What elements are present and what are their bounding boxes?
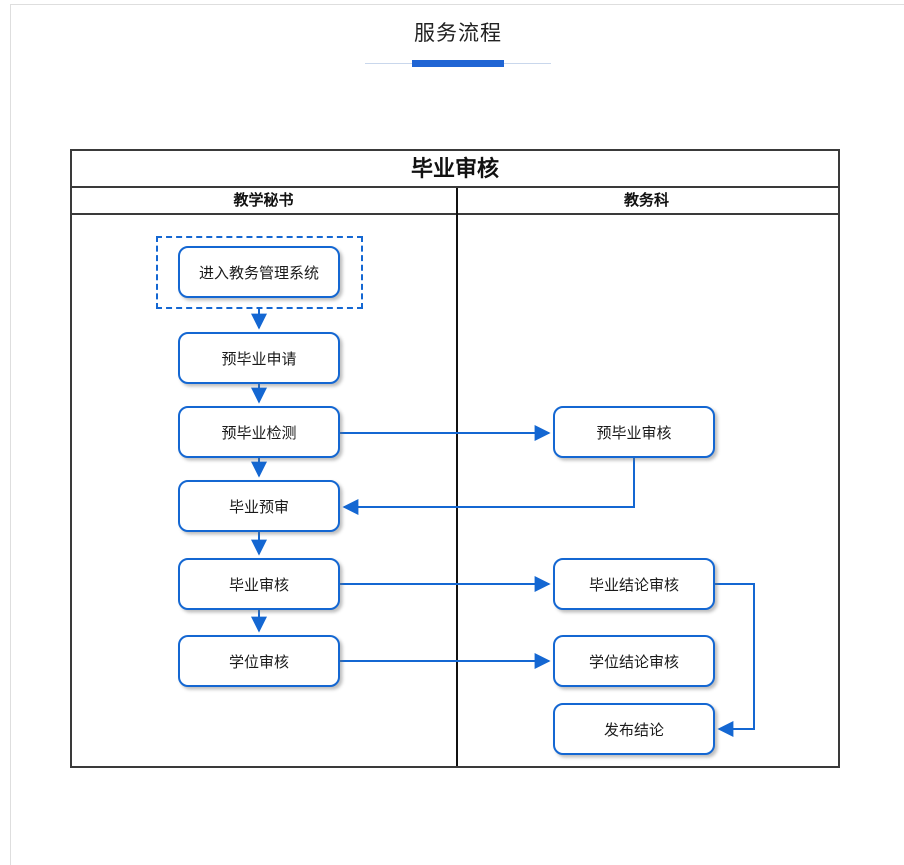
page-container: 服务流程 毕业审核 教学秘书 教务科 [10, 4, 904, 865]
flow-node-degree-review: 学位审核 [178, 635, 340, 687]
dashed-start-group [156, 236, 363, 309]
page-header: 服务流程 [11, 19, 904, 68]
flow-node-pre-grad-audit: 预毕业审核 [553, 406, 715, 458]
connector-conclusion-to-publish [715, 583, 755, 737]
lane-header-secretary: 教学秘书 [233, 192, 294, 209]
flow-node-grad-pre-review: 毕业预审 [178, 480, 340, 532]
flow-node-degree-conclusion-audit: 学位结论审核 [553, 635, 715, 687]
flowchart-title: 毕业审核 [72, 151, 838, 188]
flow-connectors [251, 309, 755, 737]
flow-node-pre-grad-check: 预毕业检测 [178, 406, 340, 458]
flow-node-pre-grad-apply: 预毕业申请 [178, 332, 340, 384]
flow-node-grad-conclusion-audit: 毕业结论审核 [553, 558, 715, 610]
connector-pregrad-audit-to-prereview [342, 458, 635, 515]
flowchart-frame: 毕业审核 教学秘书 教务科 [70, 149, 840, 768]
header-underline [365, 60, 551, 68]
flow-node-publish-conclusion: 发布结论 [553, 703, 715, 755]
lane-divider [456, 188, 458, 766]
underline-accent [412, 60, 504, 67]
page-title: 服务流程 [414, 22, 502, 45]
lane-header-academic: 教务科 [623, 192, 669, 209]
flow-node-enter-system: 进入教务管理系统 [178, 246, 340, 298]
flow-node-grad-review: 毕业审核 [178, 558, 340, 610]
lane-header-row: 教学秘书 教务科 [72, 188, 838, 215]
